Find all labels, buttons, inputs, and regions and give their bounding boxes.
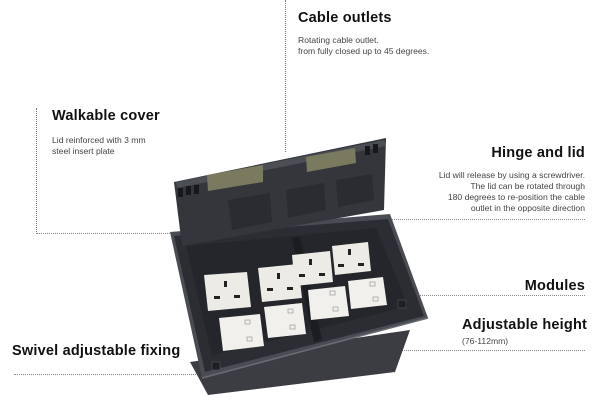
- cable-outlets-leader: [285, 0, 286, 152]
- cable-outlets-title: Cable outlets: [298, 10, 392, 26]
- swivel-fixing-leader: [14, 374, 206, 375]
- data-module-2: [264, 303, 306, 338]
- socket-module-2: [258, 264, 302, 302]
- adjustable-height-leader: [382, 350, 585, 351]
- swivel-fixing-tab-left: [211, 361, 221, 371]
- walkable-cover-desc-1: Lid reinforced with 3 mm: [52, 135, 146, 145]
- hinge-and-lid-desc-4: outlet in the opposite direction: [470, 203, 585, 213]
- walkable-cover-leader-vertical: [36, 108, 37, 234]
- socket-module-4: [332, 242, 371, 275]
- cable-outlet-window-right: [306, 148, 356, 172]
- data-module-3: [308, 286, 349, 320]
- modules-leader: [393, 295, 585, 296]
- data-module-1: [219, 314, 264, 351]
- data-module-4: [348, 277, 387, 309]
- hinge-and-lid-desc-3: 180 degrees to re-position the cable: [447, 192, 585, 202]
- hinge-and-lid-desc-1: Lid will release by using a screwdriver.: [438, 170, 585, 180]
- lid: [174, 138, 386, 246]
- adjustable-height-subtitle: (76-112mm): [462, 336, 509, 346]
- box-frame: [170, 214, 428, 378]
- hinge-leader: [385, 219, 585, 220]
- cable-outlets-desc-2: from fully closed up to 45 degrees.: [298, 46, 430, 56]
- hinge-and-lid-title: Hinge and lid: [491, 145, 585, 161]
- cable-outlet-window-left: [207, 165, 263, 191]
- walkable-cover-leader-horizontal: [36, 233, 182, 234]
- modules-title: Modules: [524, 278, 585, 294]
- adjustable-height-title: Adjustable height: [462, 317, 588, 333]
- box-tub: [190, 330, 410, 395]
- socket-module-1: [204, 272, 251, 311]
- swivel-fixing-title: Swivel adjustable fixing: [12, 343, 181, 359]
- walkable-cover-desc-2: steel insert plate: [52, 146, 115, 156]
- walkable-cover-title: Walkable cover: [52, 108, 160, 124]
- hinge-and-lid-desc-2: The lid can be rotated through: [470, 181, 585, 191]
- cable-outlets-desc-1: Rotating cable outlet.: [298, 35, 379, 45]
- socket-module-3: [292, 251, 333, 286]
- swivel-fixing-tab-right: [397, 299, 407, 309]
